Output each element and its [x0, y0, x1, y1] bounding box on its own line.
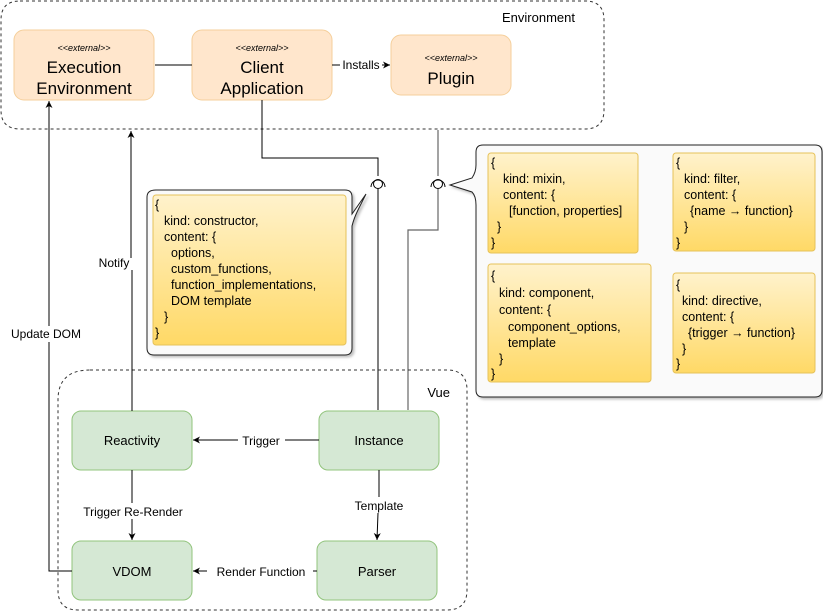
- note-directive: { kind: directive, content: { {trigger →…: [676, 278, 799, 371]
- environment-label: Environment: [502, 10, 575, 25]
- note-line: options,: [171, 246, 215, 260]
- node-label: Reactivity: [104, 433, 161, 448]
- node-reactivity[interactable]: Reactivity: [71, 410, 193, 471]
- edge-trigger-rerender: Trigger Re-Render: [83, 470, 183, 540]
- stereotype-label: <<external>>: [424, 53, 477, 63]
- node-title: Plugin: [427, 69, 474, 88]
- node-vdom[interactable]: VDOM: [71, 540, 193, 601]
- node-instance[interactable]: Instance: [318, 410, 440, 471]
- edge-label-trigger-rerender: Trigger Re-Render: [83, 505, 183, 519]
- node-title-line-1: Client: [240, 58, 284, 77]
- environment-group: Environment: [0, 0, 605, 130]
- edge-label-render-function: Render Function: [217, 565, 306, 579]
- edge-label-installs: Installs: [342, 58, 379, 72]
- note-line: content: {: [682, 310, 734, 324]
- note-line: {: [155, 198, 159, 212]
- note-line: content: {: [164, 230, 216, 244]
- note-line: {trigger → function}: [688, 326, 795, 340]
- node-parser[interactable]: Parser: [316, 540, 438, 601]
- node-client-application[interactable]: <<external>> Client Application: [191, 29, 333, 101]
- note-line: {: [491, 269, 495, 283]
- edge-label-trigger: Trigger: [242, 434, 280, 448]
- node-title-line-2: Environment: [36, 79, 132, 98]
- edge-instance-plugin: [407, 189, 439, 410]
- stereotype-label: <<external>>: [57, 43, 110, 53]
- note-line: kind: directive,: [682, 294, 762, 308]
- edge-label-update-dom: Update DOM: [11, 327, 81, 341]
- note-line: DOM template: [171, 294, 252, 308]
- node-execution-environment[interactable]: <<external>> Execution Environment: [13, 29, 155, 101]
- node-title-line-2: Application: [220, 79, 303, 98]
- note-line: content: {: [684, 188, 736, 202]
- note-line: }: [676, 357, 680, 371]
- note-line: }: [155, 326, 159, 340]
- vue-label: Vue: [427, 385, 450, 400]
- plugin-interface-socket: [430, 179, 446, 189]
- note-constructor: { kind: constructor, content: { options,…: [155, 198, 320, 340]
- note-line: kind: filter,: [684, 172, 740, 186]
- node-title-line-1: Execution: [47, 58, 122, 77]
- edge-notify: Notify: [99, 131, 135, 411]
- edge-update-dom: Update DOM: [3, 101, 89, 572]
- note-line: content: {: [499, 303, 551, 317]
- edge-template: Template: [355, 470, 404, 541]
- note-line: }: [497, 220, 501, 234]
- edge-installs: Installs: [332, 58, 390, 72]
- note-mixin: { kind: mixin, content: { [function, pro…: [491, 156, 626, 250]
- note-line: template: [508, 336, 556, 350]
- note-filter: { kind: filter, content: { {name → funct…: [676, 156, 796, 250]
- vue-boundary: [57, 369, 468, 611]
- edge-client-constructor-socket: [261, 100, 379, 176]
- edge-label-template: Template: [355, 499, 404, 513]
- plugin-callout: { kind: mixin, content: { [function, pro…: [448, 144, 823, 398]
- note-line: function_implementations,: [171, 278, 316, 292]
- node-label: Parser: [358, 564, 397, 579]
- edge-label-notify: Notify: [99, 256, 130, 270]
- note-line: content: {: [503, 188, 555, 202]
- note-line: {name → function}: [690, 204, 793, 218]
- edge-trigger: Trigger: [193, 434, 319, 448]
- note-line: component_options,: [508, 320, 621, 334]
- note-line: }: [682, 342, 686, 356]
- note-component: { kind: component, content: { component_…: [491, 269, 624, 381]
- note-line: kind: component,: [499, 286, 594, 300]
- note-line: kind: mixin,: [503, 172, 566, 186]
- constructor-callout: { kind: constructor, content: { options,…: [146, 189, 367, 356]
- note-line: [function, properties]: [509, 204, 622, 218]
- stereotype-label: <<external>>: [235, 43, 288, 53]
- node-label: Instance: [354, 433, 403, 448]
- node-plugin[interactable]: <<external>> Plugin: [390, 34, 512, 96]
- note-line: }: [491, 236, 495, 250]
- note-line: kind: constructor,: [164, 214, 259, 228]
- edge-render-function: Render Function: [193, 565, 317, 579]
- note-line: }: [676, 236, 680, 250]
- note-line: {: [676, 156, 680, 170]
- environment-boundary: [0, 0, 605, 130]
- note-line: }: [491, 367, 495, 381]
- note-line: }: [164, 310, 168, 324]
- note-line: {: [676, 278, 680, 292]
- constructor-interface-socket: [370, 179, 386, 189]
- note-line: }: [499, 352, 503, 366]
- vue-group: Vue: [57, 369, 468, 611]
- node-label: VDOM: [113, 564, 152, 579]
- note-line: {: [491, 156, 495, 170]
- note-line: custom_functions,: [171, 262, 272, 276]
- note-line: }: [684, 220, 688, 234]
